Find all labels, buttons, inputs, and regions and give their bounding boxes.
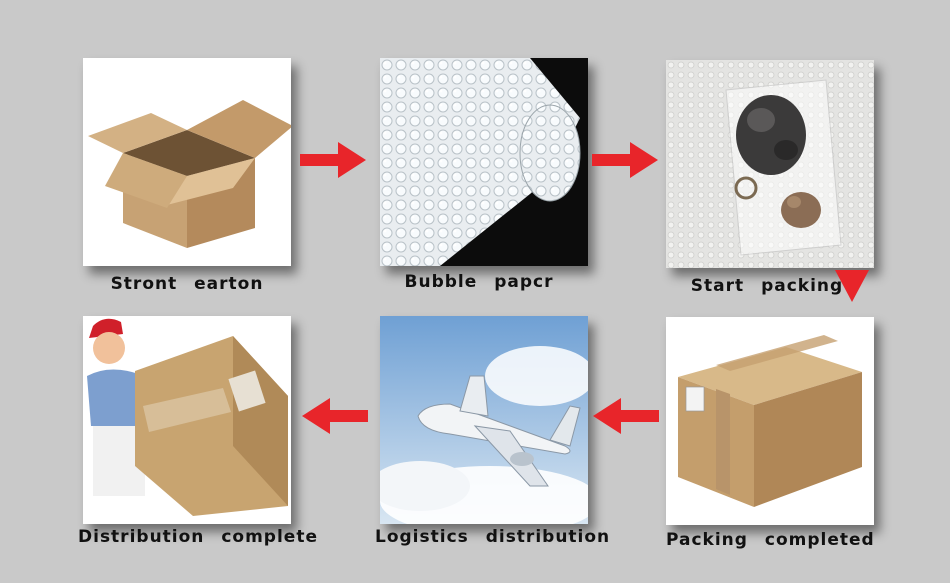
courier-icon	[83, 316, 291, 524]
step-4-label: Packing completed	[666, 530, 875, 550]
step-3-image	[666, 60, 874, 268]
step-3-label: Start packing	[690, 276, 844, 296]
step-6-label: Distribution complete	[78, 527, 318, 547]
step-5-image	[380, 316, 588, 524]
arrow-right-icon	[300, 142, 366, 178]
sealed-box-icon	[666, 317, 874, 525]
airplane-icon	[380, 316, 588, 524]
step-1-image	[83, 58, 291, 266]
arrow-left-icon	[302, 398, 368, 434]
arrow-left-icon	[593, 398, 659, 434]
step-2-label: Bubble papcr	[404, 272, 554, 292]
step-6-image	[83, 316, 291, 524]
arrow-down-icon	[835, 270, 869, 302]
step-2-image	[380, 58, 588, 266]
step-1-label: Stront earton	[110, 274, 264, 294]
arrow-right-icon	[592, 142, 658, 178]
open-box-icon	[83, 58, 291, 266]
step-4-image	[666, 317, 874, 525]
step-5-label: Logistics distribution	[375, 527, 611, 547]
bubble-wrap-icon	[380, 58, 588, 266]
jewelry-bag-icon	[666, 60, 874, 268]
